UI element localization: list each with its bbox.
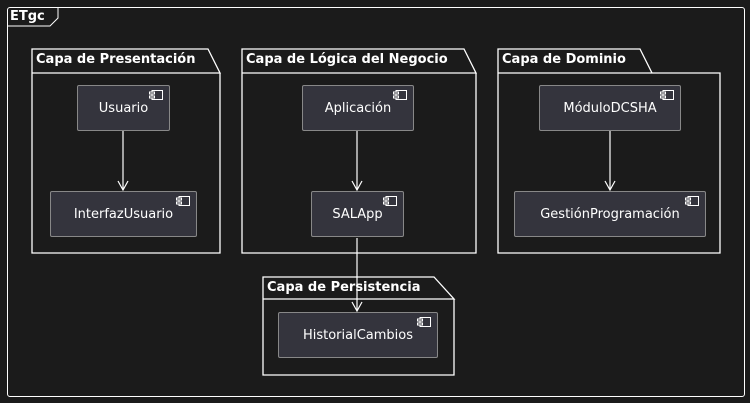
package-dominio-title: Capa de Dominio (502, 52, 626, 67)
component-icon (176, 196, 190, 206)
arrow-salapp-historial (351, 301, 363, 313)
component-label: GestiónProgramación (540, 206, 680, 222)
component-label: Aplicación (324, 100, 392, 116)
package-dominio-outline (497, 48, 721, 254)
component-label: MóduloDCSHA (563, 100, 657, 116)
package-persistencia-title: Capa de Persistencia (267, 280, 421, 295)
package-logica-title: Capa de Lógica del Negocio (246, 52, 448, 67)
package-logica-outline (241, 48, 478, 254)
component-label: SALApp (332, 206, 383, 222)
package-persistencia-outline (262, 276, 456, 376)
component-icon (383, 196, 397, 206)
package-presentacion-title: Capa de Presentación (36, 52, 196, 67)
frame-title: ETgc (10, 9, 45, 24)
arrow-usuario-interfaz (117, 180, 129, 192)
component-label: HistorialCambios (302, 327, 414, 343)
component-icon (149, 90, 163, 100)
arrow-aplicacion-salapp (351, 180, 363, 192)
etgc-frame (7, 7, 745, 397)
component-salapp[interactable]: SALApp (311, 191, 404, 237)
component-label: InterfazUsuario (73, 206, 174, 222)
component-aplicacion[interactable]: Aplicación (302, 85, 414, 131)
component-historial-cambios[interactable]: HistorialCambios (278, 312, 438, 358)
component-modulo-dcsha[interactable]: MóduloDCSHA (539, 85, 681, 131)
component-interfaz-usuario[interactable]: InterfazUsuario (50, 191, 197, 237)
component-icon (393, 90, 407, 100)
package-presentacion-outline (31, 48, 222, 254)
component-usuario[interactable]: Usuario (77, 85, 170, 131)
component-label: Usuario (98, 100, 149, 116)
component-icon (685, 196, 699, 206)
component-gestion-programacion[interactable]: GestiónProgramación (514, 191, 706, 237)
arrow-modulo-gestion (604, 180, 616, 192)
component-icon (660, 90, 674, 100)
component-icon (417, 317, 431, 327)
